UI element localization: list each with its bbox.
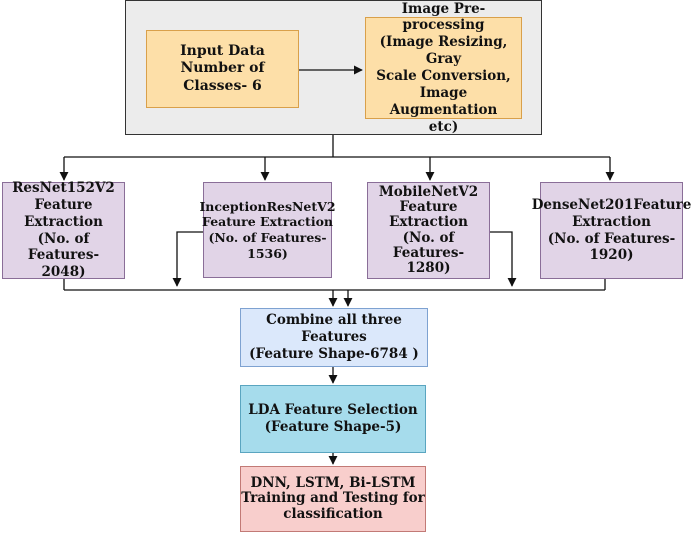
lda-feature-selection-box: LDA Feature Selection (Feature Shape-5) <box>240 385 426 453</box>
inception-label: InceptionResNetV2 Feature Extraction (No… <box>199 198 336 261</box>
resnet-label: ResNet152V2 Feature Extraction (No. of F… <box>12 179 115 281</box>
input-data-box: Input Data Number of Classes- 6 <box>146 30 299 108</box>
input-data-label: Input Data Number of Classes- 6 <box>180 42 265 94</box>
classifier-box: DNN, LSTM, Bi-LSTM Training and Testing … <box>240 466 426 532</box>
arrow-inception-side <box>172 231 203 287</box>
densenet-box: DenseNet201Feature Extraction (No. of Fe… <box>532 182 691 279</box>
mobilenet-label: MobileNetV2 Feature Extraction (No. of F… <box>378 184 479 276</box>
resnet-box: ResNet152V2 Feature Extraction (No. of F… <box>2 179 125 281</box>
preprocessing-box: Image Pre-processing (Image Resizing, Gr… <box>365 1 522 135</box>
inception-box: InceptionResNetV2 Feature Extraction (No… <box>199 182 336 278</box>
mobilenet-box: MobileNetV2 Feature Extraction (No. of F… <box>367 182 490 279</box>
classifier-label: DNN, LSTM, Bi-LSTM Training and Testing … <box>241 474 425 522</box>
preprocessing-label: Image Pre-processing (Image Resizing, Gr… <box>376 0 511 135</box>
combine-features-box: Combine all three Features (Feature Shap… <box>240 308 428 367</box>
arrow-mobilenet-side <box>490 231 517 287</box>
densenet-label: DenseNet201Feature Extraction (No. of Fe… <box>531 196 691 264</box>
lda-feature-selection-label: LDA Feature Selection (Feature Shape-5) <box>248 402 418 435</box>
combine-features-label: Combine all three Features (Feature Shap… <box>249 312 419 362</box>
